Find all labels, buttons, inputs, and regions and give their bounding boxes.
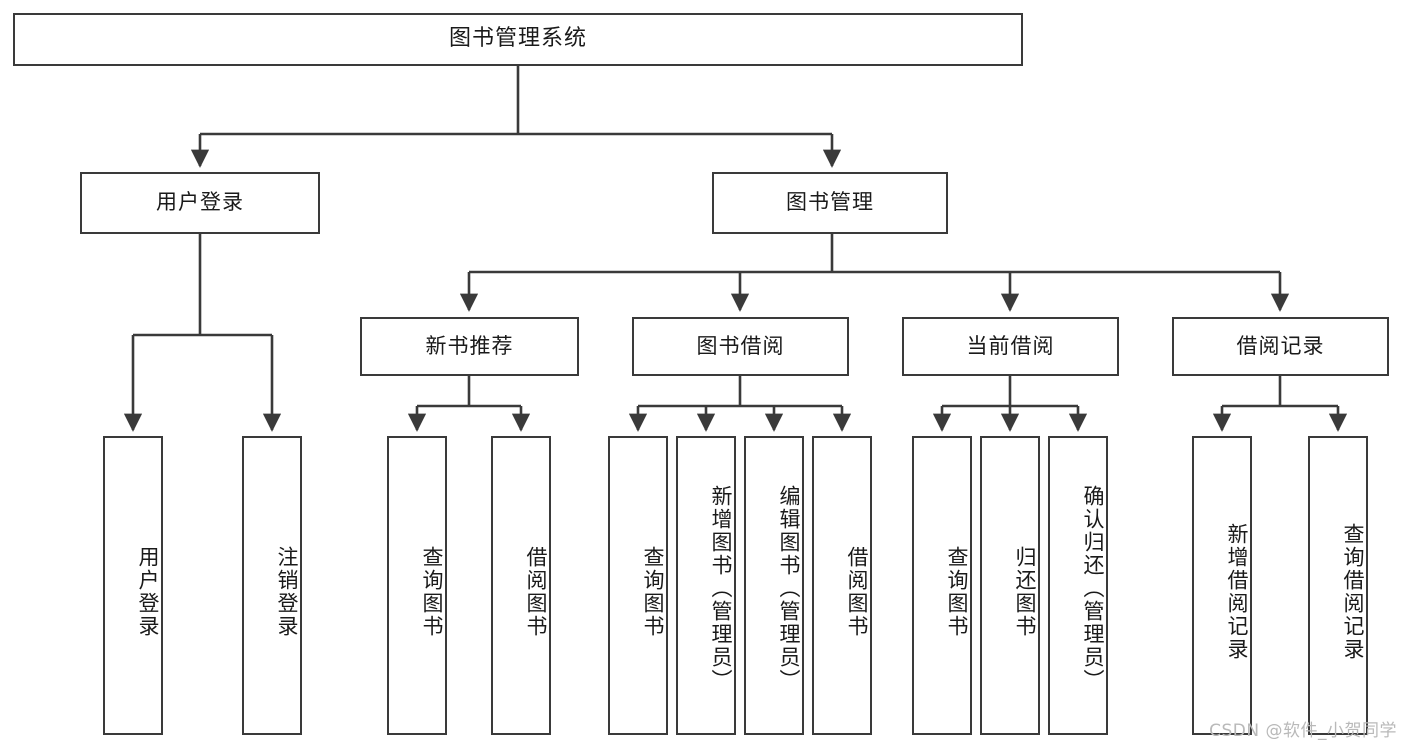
leaf-current-confirm-return-admin[interactable]: 确认归还（管理员）: [1048, 436, 1108, 735]
leaf-borrow-query-book[interactable]: 查询图书: [608, 436, 668, 735]
node-current-borrow[interactable]: 当前借阅: [902, 317, 1119, 376]
node-label: 借阅图书: [524, 545, 548, 638]
node-label: 图书借阅: [696, 333, 785, 358]
node-label: 用户登录: [156, 190, 244, 215]
node-label: 查询图书: [641, 545, 665, 638]
node-label: 归还图书: [1013, 545, 1037, 638]
node-label: 借阅记录: [1236, 333, 1325, 358]
leaf-record-search[interactable]: 查询借阅记录: [1308, 436, 1368, 735]
node-new-book-recommend[interactable]: 新书推荐: [360, 317, 579, 376]
leaf-borrow-edit-book-admin[interactable]: 编辑图书（管理员）: [744, 436, 804, 735]
node-label: 编辑图书（管理员）: [777, 485, 801, 692]
leaf-current-query-book[interactable]: 查询图书: [912, 436, 972, 735]
node-label: 当前借阅: [966, 333, 1055, 358]
leaf-recommend-borrow-book[interactable]: 借阅图书: [491, 436, 551, 735]
csdn-watermark: CSDN @软件_小贺同学: [1209, 721, 1397, 741]
leaf-borrow-add-book-admin[interactable]: 新增图书（管理员）: [676, 436, 736, 735]
node-root-book-management-system[interactable]: 图书管理系统: [13, 13, 1023, 66]
leaf-recommend-query-book[interactable]: 查询图书: [387, 436, 447, 735]
node-borrow-record[interactable]: 借阅记录: [1172, 317, 1389, 376]
node-book-management[interactable]: 图书管理: [712, 172, 948, 234]
node-label: 图书管理: [786, 190, 874, 215]
node-label: 注销登录: [275, 545, 299, 638]
node-user-login[interactable]: 用户登录: [80, 172, 320, 234]
node-label: 查询图书: [420, 545, 444, 638]
leaf-borrow-lend-book[interactable]: 借阅图书: [812, 436, 872, 735]
leaf-record-add[interactable]: 新增借阅记录: [1192, 436, 1252, 735]
node-label: 新增图书（管理员）: [709, 485, 733, 692]
leaf-logout[interactable]: 注销登录: [242, 436, 302, 735]
leaf-user-login[interactable]: 用户登录: [103, 436, 163, 735]
node-label: 新书推荐: [425, 333, 514, 358]
node-label: 借阅图书: [845, 545, 869, 638]
node-label: 用户登录: [136, 545, 160, 638]
node-label: 查询图书: [945, 545, 969, 638]
node-label: 图书管理系统: [448, 26, 587, 52]
node-book-borrow[interactable]: 图书借阅: [632, 317, 849, 376]
node-label: 新增借阅记录: [1225, 522, 1249, 661]
node-label: 确认归还（管理员）: [1081, 485, 1105, 692]
leaf-current-return-book[interactable]: 归还图书: [980, 436, 1040, 735]
node-label: 查询借阅记录: [1341, 522, 1365, 661]
